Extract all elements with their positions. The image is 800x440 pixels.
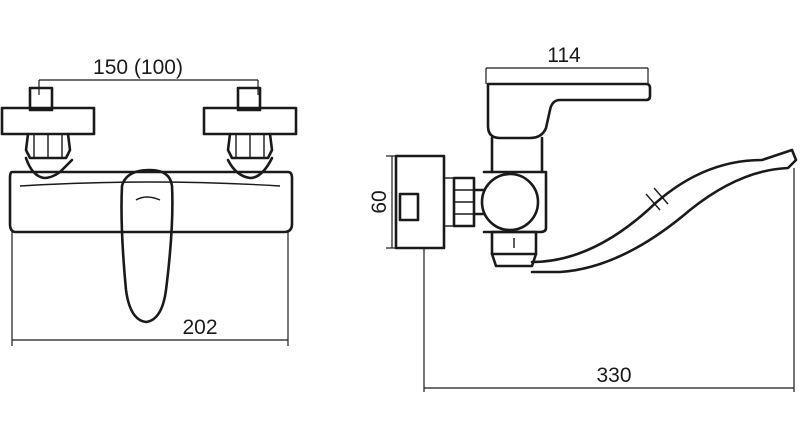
dimension-wall-flange: 60 [368, 155, 396, 249]
dimension-body-width: 202 [11, 232, 289, 346]
spout-collar [490, 230, 538, 256]
spout [530, 148, 798, 274]
valve-body [480, 172, 540, 232]
dim-label-body-width: 202 [182, 316, 217, 339]
dimension-inlet-spacing: 150 (100) [38, 56, 259, 95]
front-view: 150 (100) [0, 56, 298, 346]
mixer-body [8, 170, 294, 234]
dim-label-lever-length: 114 [547, 44, 581, 67]
right-inlet-connector [202, 86, 298, 180]
inlet-nut [452, 176, 486, 228]
cartridge-column [490, 136, 544, 174]
lever-front [120, 168, 174, 324]
lever-side [486, 82, 652, 140]
dimension-lever-length: 114 [485, 44, 649, 84]
left-inlet-connector [0, 86, 96, 180]
dim-label-spout-reach: 330 [596, 364, 631, 387]
side-view: 114 [368, 44, 798, 392]
dimension-spout-reach: 330 [423, 168, 795, 392]
wall-flange [394, 154, 446, 250]
dim-label-inlet-spacing: 150 (100) [93, 56, 183, 79]
dim-label-wall-flange: 60 [368, 190, 391, 213]
